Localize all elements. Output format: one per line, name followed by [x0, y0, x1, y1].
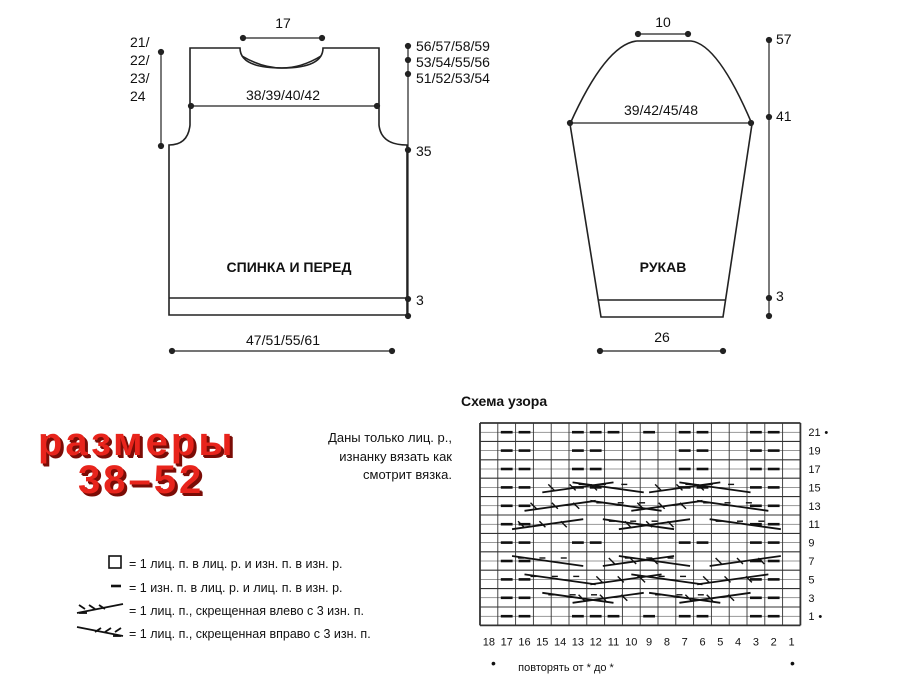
sleeve-total-height-label: 57: [776, 31, 792, 47]
underarm-height-label: 35: [416, 143, 432, 159]
repeat-marker-left: •: [491, 655, 496, 671]
row-number-label: 13: [808, 501, 820, 513]
chart-title: Схема узора: [461, 393, 547, 409]
legend-item-purl: = 1 изн. п. в лиц. р. и лиц. п. в изн. р…: [75, 578, 343, 596]
column-number-label: 13: [572, 636, 584, 648]
sizes-title: размеры: [38, 420, 236, 464]
row-number-label: 17: [808, 464, 820, 476]
back-piece-label: СПИНКА И ПЕРЕД: [227, 259, 352, 275]
column-number-label: 12: [590, 636, 602, 648]
sleeve-rib-height-label: 3: [776, 288, 784, 304]
column-number-label: 10: [625, 636, 637, 648]
neckline-curve: [241, 55, 322, 69]
pattern-chart-grid: [479, 422, 802, 627]
svg-text:22/: 22/: [130, 52, 150, 68]
pattern-chart-marks: [500, 430, 781, 618]
row-number-label: 11: [808, 519, 819, 531]
bottom-width-label: 47/51/55/61: [246, 332, 320, 348]
chart-note: Даны только лиц. р., изнанку вязать как …: [328, 430, 452, 482]
repeat-text: повторять от * до *: [518, 662, 614, 674]
row-number-label: 21: [808, 427, 820, 439]
cross-left-icon: [75, 601, 125, 622]
column-number-label: 6: [699, 636, 705, 648]
column-number-label: 1: [788, 636, 794, 648]
row-number-label: 7: [808, 556, 814, 568]
sleeve-outline: [569, 40, 753, 318]
column-number-label: 8: [664, 636, 670, 648]
column-number-label: 7: [682, 636, 688, 648]
column-number-label: 17: [501, 636, 513, 648]
row-marker-bottom: •: [818, 611, 822, 623]
armhole-height-label: 21/ 22/ 23/ 24: [130, 34, 150, 104]
height-label-3: 51/52/53/54: [416, 70, 490, 86]
rib-height-label: 3: [416, 292, 424, 308]
sleeve-label: РУКАВ: [640, 259, 687, 275]
purl-dash-icon: [75, 578, 125, 599]
sizes-range: 38–52: [78, 458, 205, 502]
column-number-label: 3: [753, 636, 759, 648]
height-label-1: 56/57/58/59: [416, 38, 490, 54]
knit-square-icon: [75, 554, 125, 575]
back-front-piece: [168, 47, 408, 316]
back-outline: [168, 47, 408, 316]
svg-text:23/: 23/: [130, 70, 150, 86]
row-number-label: 19: [808, 446, 820, 458]
column-number-label: 16: [518, 636, 530, 648]
repeat-marker-right: •: [790, 655, 795, 671]
sleeve-underarm-height-label: 41: [776, 108, 792, 124]
column-number-label: 11: [608, 636, 619, 648]
row-number-label: 1: [808, 611, 814, 623]
row-number-label: 3: [808, 593, 814, 605]
chart-row-numbers: 21 19 17 15 13 11 9 7 5 3 1 • •: [808, 427, 828, 623]
sleeve-cuff-width-label: 26: [654, 329, 670, 345]
legend-item-knit: = 1 лиц. п. в лиц. р. и изн. п. в изн. р…: [75, 554, 343, 572]
svg-text:21/: 21/: [130, 34, 150, 50]
sleeve-top-width-label: 10: [655, 14, 671, 30]
cross-right-icon: [75, 624, 125, 645]
column-number-label: 5: [717, 636, 723, 648]
column-number-label: 15: [536, 636, 548, 648]
column-number-label: 2: [771, 636, 777, 648]
svg-text:24: 24: [130, 88, 146, 104]
row-marker-top: •: [824, 427, 828, 439]
sleeve-piece: [569, 40, 753, 318]
legend-item-cross-left: = 1 лиц. п., скрещенная влево с 3 изн. п…: [75, 601, 364, 619]
column-number-label: 9: [646, 636, 652, 648]
chest-width-label: 38/39/40/42: [246, 87, 320, 103]
back-dimension-lines: [157, 34, 412, 355]
column-number-label: 4: [735, 636, 741, 648]
row-number-label: 9: [808, 538, 814, 550]
sleeve-width-label: 39/42/45/48: [624, 102, 698, 118]
column-number-label: 14: [554, 636, 566, 648]
height-label-2: 53/54/55/56: [416, 54, 490, 70]
sleeve-dimension-lines: [566, 30, 773, 355]
legend-item-cross-right: = 1 лиц. п., скрещенная вправо с 3 изн. …: [75, 624, 371, 642]
column-number-label: 18: [483, 636, 495, 648]
row-number-label: 15: [808, 482, 820, 494]
row-number-label: 5: [808, 574, 814, 586]
neck-width-label: 17: [275, 15, 291, 31]
